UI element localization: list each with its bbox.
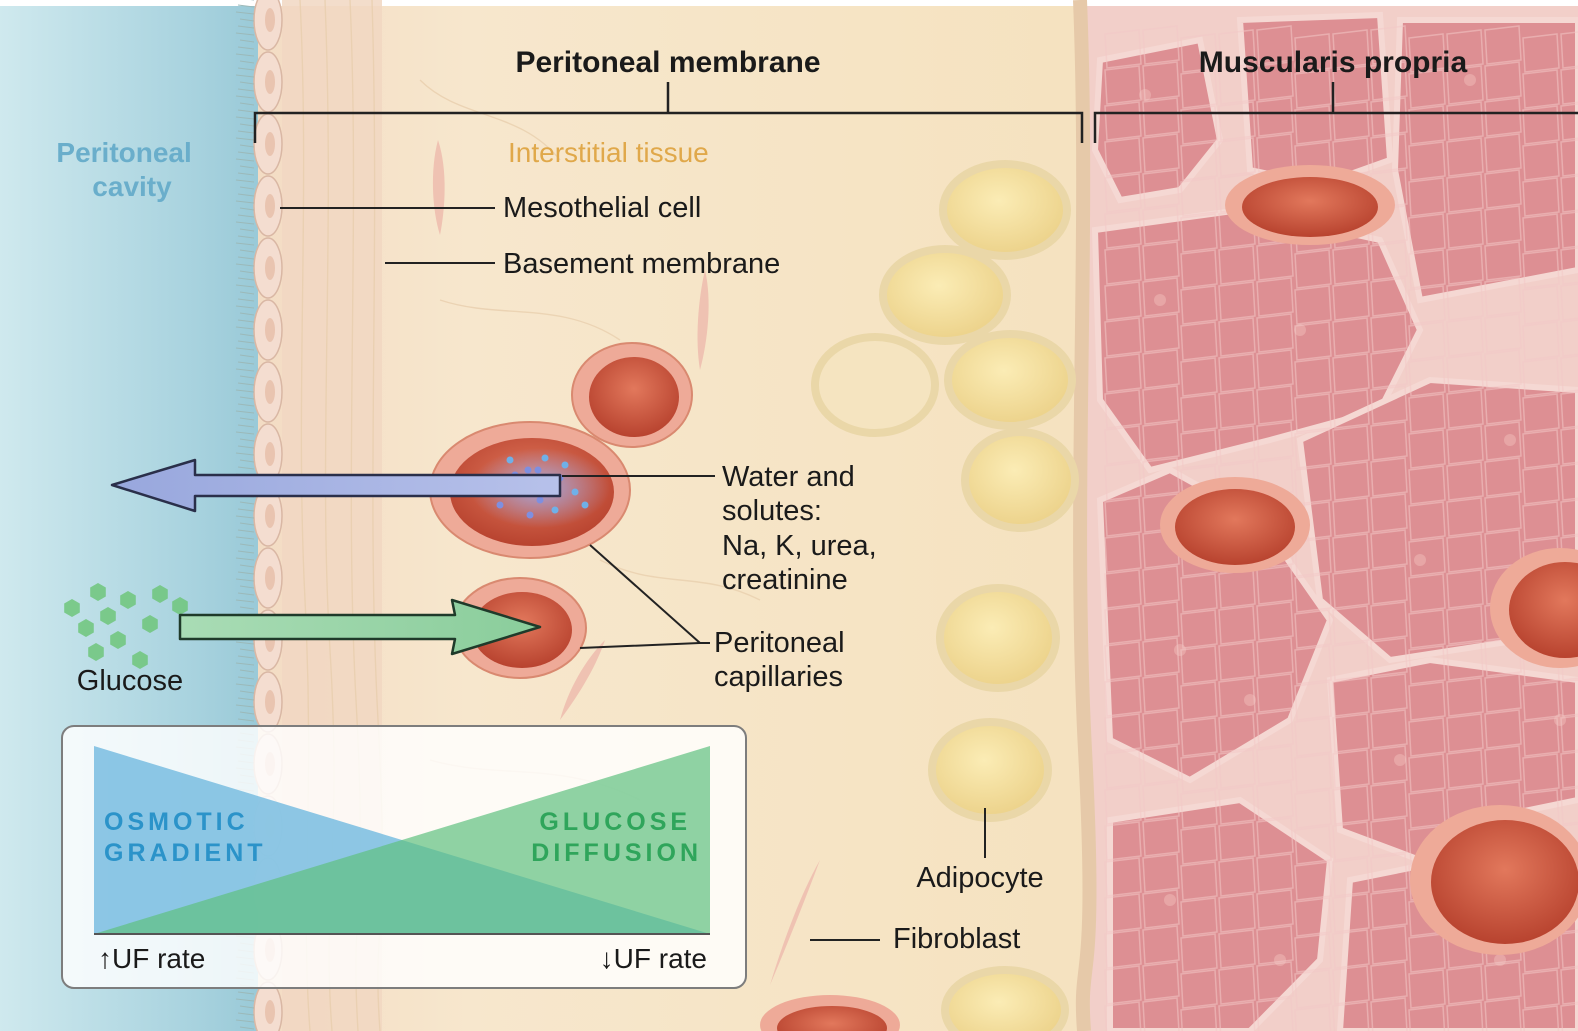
mesothelial-nucleus [265, 194, 275, 218]
muscle-nucleus [1164, 894, 1176, 906]
inset-glucose-line1: GLUCOSE [539, 808, 691, 836]
solute-particle [552, 507, 559, 514]
adipocyte-cell [943, 164, 1067, 256]
mesothelial-nucleus [265, 256, 275, 280]
heading-muscularis-propria: Muscularis propria [1199, 46, 1468, 79]
white-frame-top [0, 0, 1578, 6]
inset-osmotic-line2: GRADIENT [104, 839, 267, 867]
label-adipocyte: Adipocyte [916, 862, 1043, 894]
muscle-capillary [1431, 820, 1578, 944]
label-basement-membrane: Basement membrane [503, 248, 780, 280]
label-water-line3: Na, K, urea, [722, 530, 877, 562]
adipocyte-cell [965, 432, 1075, 528]
solute-particle [562, 462, 569, 469]
solute-particle [535, 467, 542, 474]
label-capillaries-line1: Peritoneal [714, 627, 845, 659]
mesothelial-nucleus [265, 70, 275, 94]
solute-particle [507, 457, 514, 464]
muscle-nucleus [1504, 434, 1516, 446]
mesothelial-nucleus [265, 690, 275, 714]
mesothelial-nucleus [265, 1000, 275, 1024]
muscle-nucleus [1414, 554, 1426, 566]
label-water-line2: solutes: [722, 495, 822, 527]
mesothelial-nucleus [265, 132, 275, 156]
adipocyte-cell [940, 588, 1056, 688]
adipocyte-cell [948, 334, 1072, 426]
inset-box: OSMOTIC GRADIENT GLUCOSE DIFFUSION ↑UF r… [62, 726, 746, 988]
muscle-nucleus [1154, 294, 1166, 306]
heading-peritoneal-membrane: Peritoneal membrane [515, 46, 820, 79]
solute-particle [525, 467, 532, 474]
capillary-top-lumen [589, 357, 679, 437]
adipocyte-cell [945, 970, 1065, 1031]
muscle-capillary [1175, 489, 1295, 565]
mesothelial-nucleus [265, 442, 275, 466]
muscle-nucleus [1394, 754, 1406, 766]
inset-glucose-line2: DIFFUSION [531, 839, 702, 867]
label-capillaries-line2: capillaries [714, 661, 843, 693]
solute-particle [582, 502, 589, 509]
adipocyte-cell [883, 249, 1007, 341]
solute-particle [537, 497, 544, 504]
inset-uf-rate-up: ↑UF rate [98, 943, 205, 974]
solute-particle [572, 489, 579, 496]
label-mesothelial-cell: Mesothelial cell [503, 192, 701, 224]
mesothelial-nucleus [265, 380, 275, 404]
inset-uf-rate-down: ↓UF rate [600, 943, 707, 974]
adipocyte-cell [932, 722, 1048, 818]
muscle-capillary [1242, 177, 1378, 237]
label-glucose: Glucose [77, 665, 183, 697]
solute-particle [497, 502, 504, 509]
label-water-line4: creatinine [722, 564, 848, 596]
label-interstitial-tissue: Interstitial tissue [508, 137, 709, 168]
label-fibroblast: Fibroblast [893, 923, 1020, 955]
mesothelial-nucleus [265, 504, 275, 528]
mesothelial-nucleus [265, 566, 275, 590]
adipocyte-cell [815, 337, 935, 433]
solute-particle [527, 512, 534, 519]
label-peritoneal-cavity-line1: Peritoneal [56, 137, 191, 168]
mesothelial-nucleus [265, 8, 275, 32]
mesothelial-nucleus [265, 318, 275, 342]
solute-particle [542, 455, 549, 462]
label-water-line1: Water and [722, 461, 855, 493]
label-peritoneal-cavity-line2: cavity [92, 171, 172, 202]
inset-osmotic-line1: OSMOTIC [104, 808, 249, 836]
